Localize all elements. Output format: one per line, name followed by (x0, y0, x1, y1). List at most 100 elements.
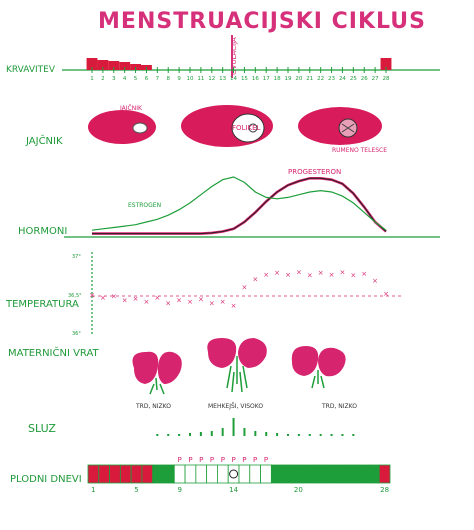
fertile-cell (238, 464, 251, 484)
fertile-letter: P (210, 456, 214, 464)
temperature-mark: × (263, 271, 269, 279)
temperature-mark: × (383, 290, 389, 298)
ovary-shape-1 (88, 110, 156, 144)
mucus-mark (254, 431, 257, 436)
fertile-letter: P (264, 456, 268, 464)
day-number: 9 (177, 76, 181, 82)
fertile-cell (217, 464, 229, 484)
cervix-mucus-1 (149, 377, 165, 395)
cervix-shape-1b (157, 351, 182, 384)
fertile-cell (173, 464, 186, 484)
bleeding-bar (380, 58, 392, 70)
fertile-cell (163, 464, 175, 484)
mucus-mark (352, 434, 355, 436)
temp-label-low: 36° (72, 331, 81, 337)
temp-label-mid: 36,5° (68, 293, 82, 299)
temperature-mark: × (274, 269, 280, 277)
fertile-cell (324, 464, 337, 484)
label-ovary: JAJČNIK (25, 134, 63, 147)
fertile-cell (87, 464, 100, 484)
day-number: 3 (112, 76, 116, 82)
fertile-cell (206, 464, 218, 484)
fertile-axis-label: 1 (91, 486, 95, 494)
temperature-mark: × (198, 296, 204, 304)
fertile-cell (357, 464, 369, 484)
fertile-cell (281, 464, 294, 484)
day-number: 16 (252, 76, 259, 82)
temperature-mark: × (340, 268, 346, 276)
temperature-mark: × (165, 300, 171, 308)
temperature-mark: × (329, 271, 335, 279)
day-number: 13 (219, 76, 226, 82)
mucus-mark (167, 434, 170, 436)
temperature-mark: × (209, 300, 215, 308)
egg-icon (132, 122, 148, 134)
mucus-mark (178, 434, 181, 436)
mucus-mark (243, 428, 246, 436)
fertile-letter: P (253, 456, 257, 464)
day-number: 12 (208, 76, 215, 82)
mucus-mark (276, 433, 279, 436)
day-number: 6 (145, 76, 149, 82)
ovulation-label: OVULACIJA (230, 37, 238, 75)
ovulation-day-marker (229, 469, 239, 479)
temperature-mark: × (372, 277, 378, 285)
page-title: MENSTRUACIJSKI CIKLUS (98, 9, 426, 34)
day-number: 27 (372, 76, 379, 82)
fertile-letter: P (221, 456, 225, 464)
fertile-axis-label: 14 (229, 486, 238, 494)
day-number: 18 (274, 76, 281, 82)
cervix-shape-3a (291, 346, 319, 376)
bleeding-bar (86, 58, 98, 70)
progesterone-outline (92, 177, 387, 235)
label-mucus: SLUZ (28, 422, 56, 435)
cervix-mucus-3 (311, 370, 325, 389)
bleeding-bar (119, 62, 131, 70)
day-number: 17 (263, 76, 270, 82)
fertile-cell (378, 464, 391, 484)
temp-label-high: 37° (72, 254, 81, 260)
fertile-cell (130, 464, 143, 484)
day-number: 21 (306, 76, 313, 82)
temperature-mark: × (350, 272, 356, 280)
temperature-mark: × (231, 302, 237, 310)
cervix-mucus-2 (226, 356, 248, 393)
fertile-cell (368, 464, 380, 484)
fertile-cell (260, 464, 272, 484)
estrogen-line (91, 176, 387, 231)
day-number: 14 (230, 76, 237, 82)
temp-axis-labels: 37° 36,5° 36° (68, 254, 82, 337)
cervix-row: TRD, NIZKO MEHKEJŠI, VISOKO TRD, NIZKO (132, 338, 357, 410)
cervix-label-1: TRD, NIZKO (135, 403, 171, 410)
day-number: 15 (241, 76, 248, 82)
day-number: 25 (350, 76, 357, 82)
day-number: 24 (339, 76, 346, 82)
fertile-cell (109, 464, 121, 484)
day-ticks (91, 67, 387, 73)
temperature-mark: × (318, 269, 324, 277)
mucus-mark (156, 434, 159, 436)
temperature-mark: × (187, 298, 193, 306)
label-bleeding: KRVAVITEV (6, 65, 56, 75)
label-fertile: PLODNI DNEVI (10, 474, 82, 485)
temperature-mark: × (144, 298, 150, 306)
fertile-cell (303, 464, 315, 484)
temperature-mark: × (296, 268, 302, 276)
fertile-cell (249, 464, 261, 484)
mucus-mark (287, 434, 289, 436)
mucus-mark (297, 434, 300, 436)
estrogen-label: ESTROGEN (128, 202, 161, 209)
mucus-mark (319, 434, 322, 436)
hormone-lines (91, 176, 387, 235)
mucus-marks (156, 418, 355, 436)
ovary-row: JAJČNIK FOLIKEL RUMENO TELESCE (88, 105, 387, 154)
temperature-mark: × (361, 270, 367, 278)
temperature-mark: × (100, 294, 106, 302)
fertile-axis-label: 5 (134, 486, 138, 494)
day-number: 7 (156, 76, 160, 82)
temperature-mark: × (285, 271, 291, 279)
day-number: 26 (361, 76, 368, 82)
label-cervix: MATERNIČNI VRAT (8, 346, 100, 359)
fertile-axis-label: 20 (294, 486, 303, 494)
